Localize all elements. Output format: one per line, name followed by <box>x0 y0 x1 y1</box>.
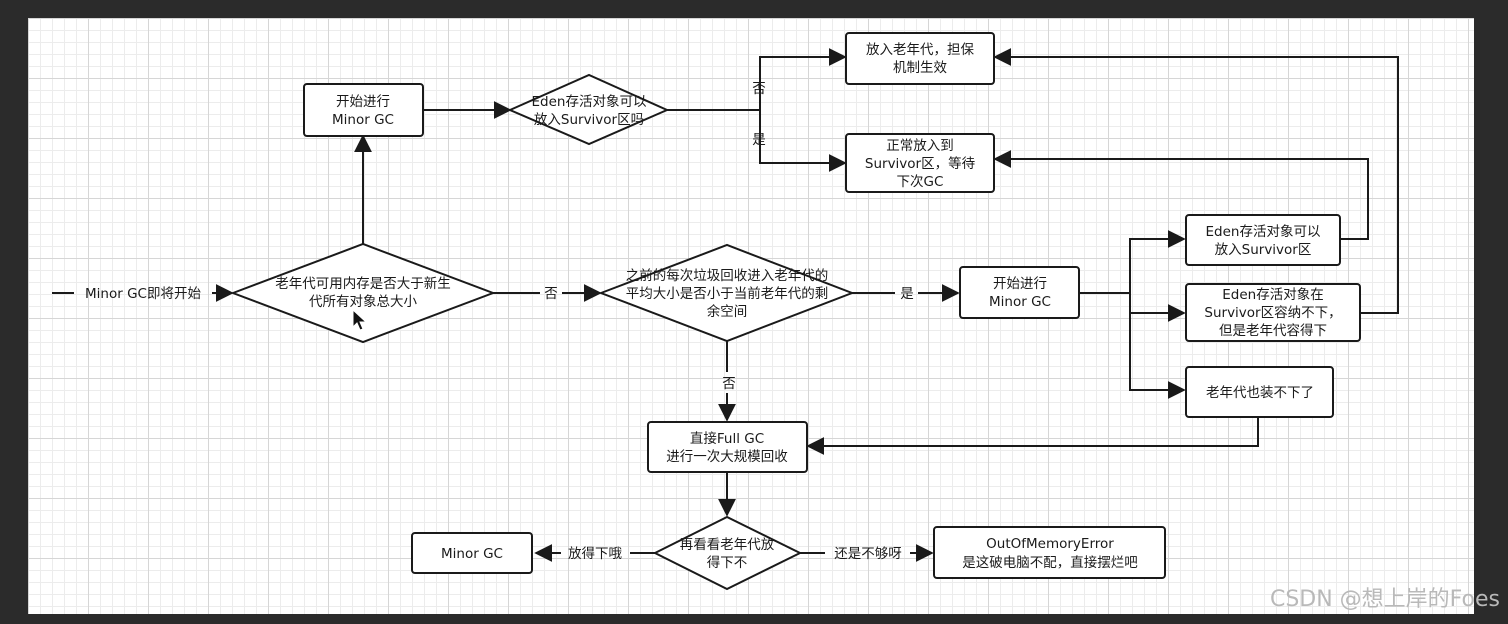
decision-avg-promotion <box>598 243 855 343</box>
start-minor-right <box>959 266 1080 319</box>
box-normal-survivor-line3: 下次GC <box>897 174 944 190</box>
start-minor-right-line2: Minor GC <box>989 294 1051 310</box>
decision-recheck-line1: 再看看老年代放 <box>680 537 775 553</box>
nodes: Minor GC即将开始 老年代可用内存是否大于新生 代所有对象总大小 开始进行… <box>85 32 1361 591</box>
label-fits: 放得下哦 <box>568 545 622 562</box>
box-survivor-overflow <box>1185 283 1361 342</box>
label-avg-yes: 是 <box>900 286 914 302</box>
box-old-gen-full-line1: 老年代也装不下了 <box>1206 385 1314 401</box>
box-oom <box>933 526 1166 579</box>
box-oom-line1: OutOfMemoryError <box>986 536 1114 552</box>
label-avg-no: 否 <box>722 376 736 392</box>
box-full-gc-line2: 进行一次大规模回收 <box>666 449 788 465</box>
edges <box>52 48 1399 562</box>
box-promote-guarantee-line2: 机制生效 <box>893 60 947 76</box>
box-normal-survivor-line1: 正常放入到 <box>886 138 954 154</box>
decision-old-gen <box>230 242 496 344</box>
edge-eden-no <box>667 48 847 111</box>
start-minor-top-line2: Minor GC <box>332 112 394 128</box>
edge-back-to-normal-survivor <box>993 150 1369 240</box>
decision-recheck-line2: 得下不 <box>707 554 748 571</box>
edge-branch-top <box>1129 230 1186 293</box>
box-normal-survivor <box>845 133 995 193</box>
label-not-enough: 还是不够呀 <box>834 546 902 562</box>
box-promote-guarantee-line1: 放入老年代，担保 <box>866 42 974 58</box>
edge-branch-bottom <box>1129 293 1186 399</box>
box-minor-gc-end <box>411 532 533 574</box>
decision-avg-line1: 之前的每次垃圾回收进入老年代的 <box>626 267 829 284</box>
edge-back-to-promote <box>993 48 1399 314</box>
box-full-gc-line1: 直接Full GC <box>690 430 764 447</box>
box-survivor-overflow-line2: Survivor区容纳不下， <box>1204 304 1341 321</box>
box-oom-line2: 是这破电脑不配，直接摆烂吧 <box>962 554 1138 571</box>
edge-oldfull-to-fullgc <box>806 418 1259 455</box>
box-full-gc <box>647 421 808 473</box>
box-eden-fits-line2: 放入Survivor区 <box>1215 242 1312 258</box>
decision-avg-line2: 平均大小是否小于当前老年代的剩 <box>626 285 829 302</box>
start-label: Minor GC即将开始 <box>85 286 201 302</box>
box-promote-guarantee <box>845 32 995 85</box>
box-eden-fits-line1: Eden存活对象可以 <box>1206 224 1321 240</box>
start-minor-top-line1: 开始进行 <box>336 94 390 110</box>
decision-eden-fit <box>507 73 670 146</box>
edge-eden-yes <box>759 110 847 172</box>
box-survivor-overflow-line1: Eden存活对象在 <box>1222 287 1323 303</box>
edge-labels: 否 是 否 是 否 放得下哦 还是不够呀 <box>544 81 914 562</box>
box-eden-fits-survivor <box>1185 214 1341 266</box>
box-survivor-overflow-line3: 但是老年代容得下 <box>1219 322 1327 339</box>
label-eden-yes: 是 <box>752 132 766 148</box>
decision-avg-line3: 余空间 <box>707 303 748 320</box>
start-minor-top <box>303 83 424 137</box>
label-old-no: 否 <box>544 286 558 302</box>
decision-recheck <box>652 515 803 591</box>
mouse-cursor-icon <box>352 308 368 331</box>
box-normal-survivor-line2: Survivor区，等待 <box>865 155 975 172</box>
start-minor-right-line1: 开始进行 <box>993 276 1047 292</box>
decision-old-gen-line2: 代所有对象总大小 <box>309 294 417 310</box>
decision-eden-fit-line2: 放入Survivor区吗 <box>534 112 644 128</box>
watermark: CSDN @想上岸的Foes <box>1270 587 1500 612</box>
decision-old-gen-line1: 老年代可用内存是否大于新生 <box>275 276 451 292</box>
decision-eden-fit-line1: Eden存活对象可以 <box>532 94 647 110</box>
label-eden-no: 否 <box>752 81 766 97</box>
box-minor-gc-end-line1: Minor GC <box>441 546 503 562</box>
box-old-gen-full <box>1185 366 1334 418</box>
